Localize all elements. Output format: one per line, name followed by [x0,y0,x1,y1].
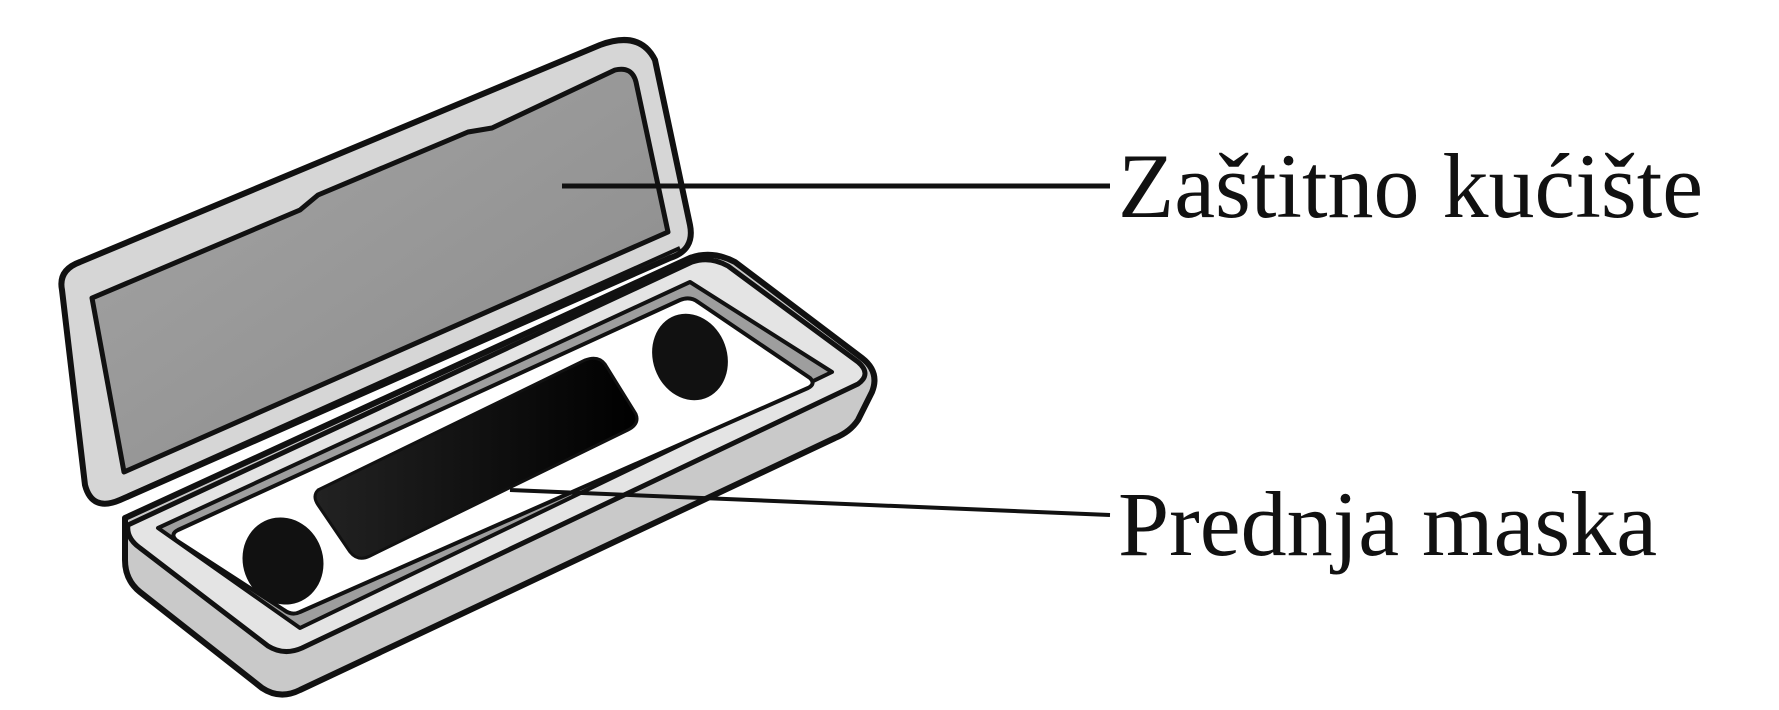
front-panel-left-knob [242,517,324,605]
front-panel-right-knob [652,313,728,401]
front-panel-label: Prednja maska [1118,473,1658,575]
case-lid-window [89,66,671,475]
protective-case-label: Zaštitno kućište [1118,135,1704,237]
front-panel-display [313,356,639,560]
leader-line-mask [509,488,1111,517]
front-panel [171,296,815,616]
case-lid [58,37,694,507]
case-lid-hinge [117,246,681,502]
